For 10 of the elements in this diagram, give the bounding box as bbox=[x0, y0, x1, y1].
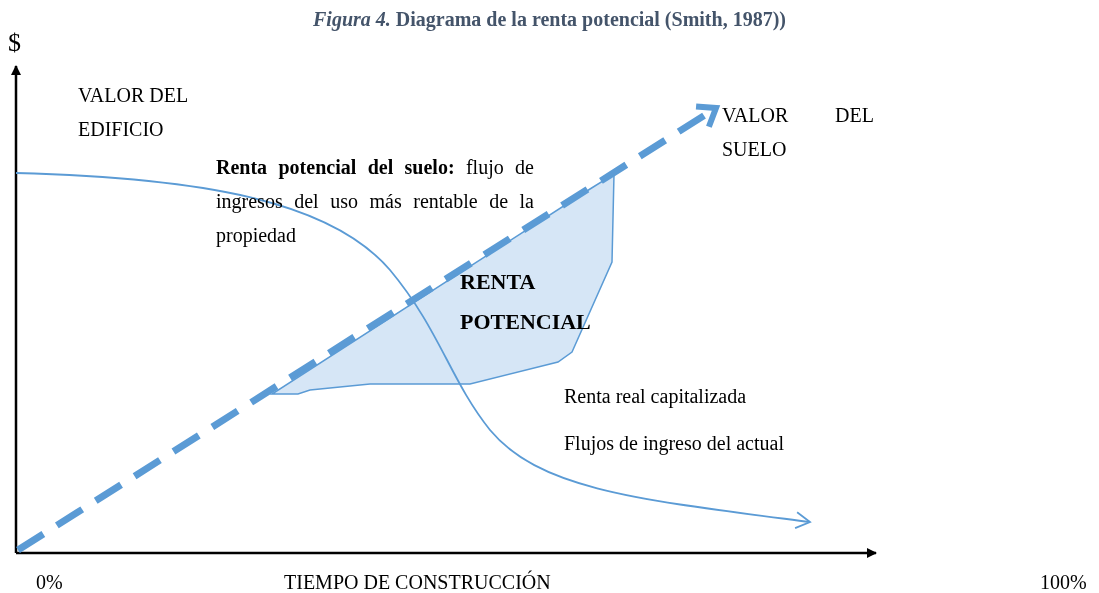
annotation-text: Renta real capitalizada bbox=[564, 384, 748, 410]
axis-tick-label: 0% bbox=[36, 570, 64, 593]
y-axis-label: $ bbox=[8, 27, 22, 59]
line-label: VALOR DEL SUELO bbox=[722, 103, 874, 162]
axis-tick-label: 100% bbox=[1040, 570, 1088, 593]
area-label: RENTA POTENCIAL bbox=[460, 268, 592, 336]
x-axis-label: TIEMPO DE CONSTRUCCIÓN bbox=[284, 569, 552, 593]
curve-label: VALOR DEL EDIFICIO bbox=[78, 83, 189, 142]
figure-title: Figura 4. Diagrama de la renta potencial (Smith, 1987)) bbox=[312, 8, 787, 31]
annotation-text: Flujos de ingreso del actual bbox=[564, 431, 785, 457]
